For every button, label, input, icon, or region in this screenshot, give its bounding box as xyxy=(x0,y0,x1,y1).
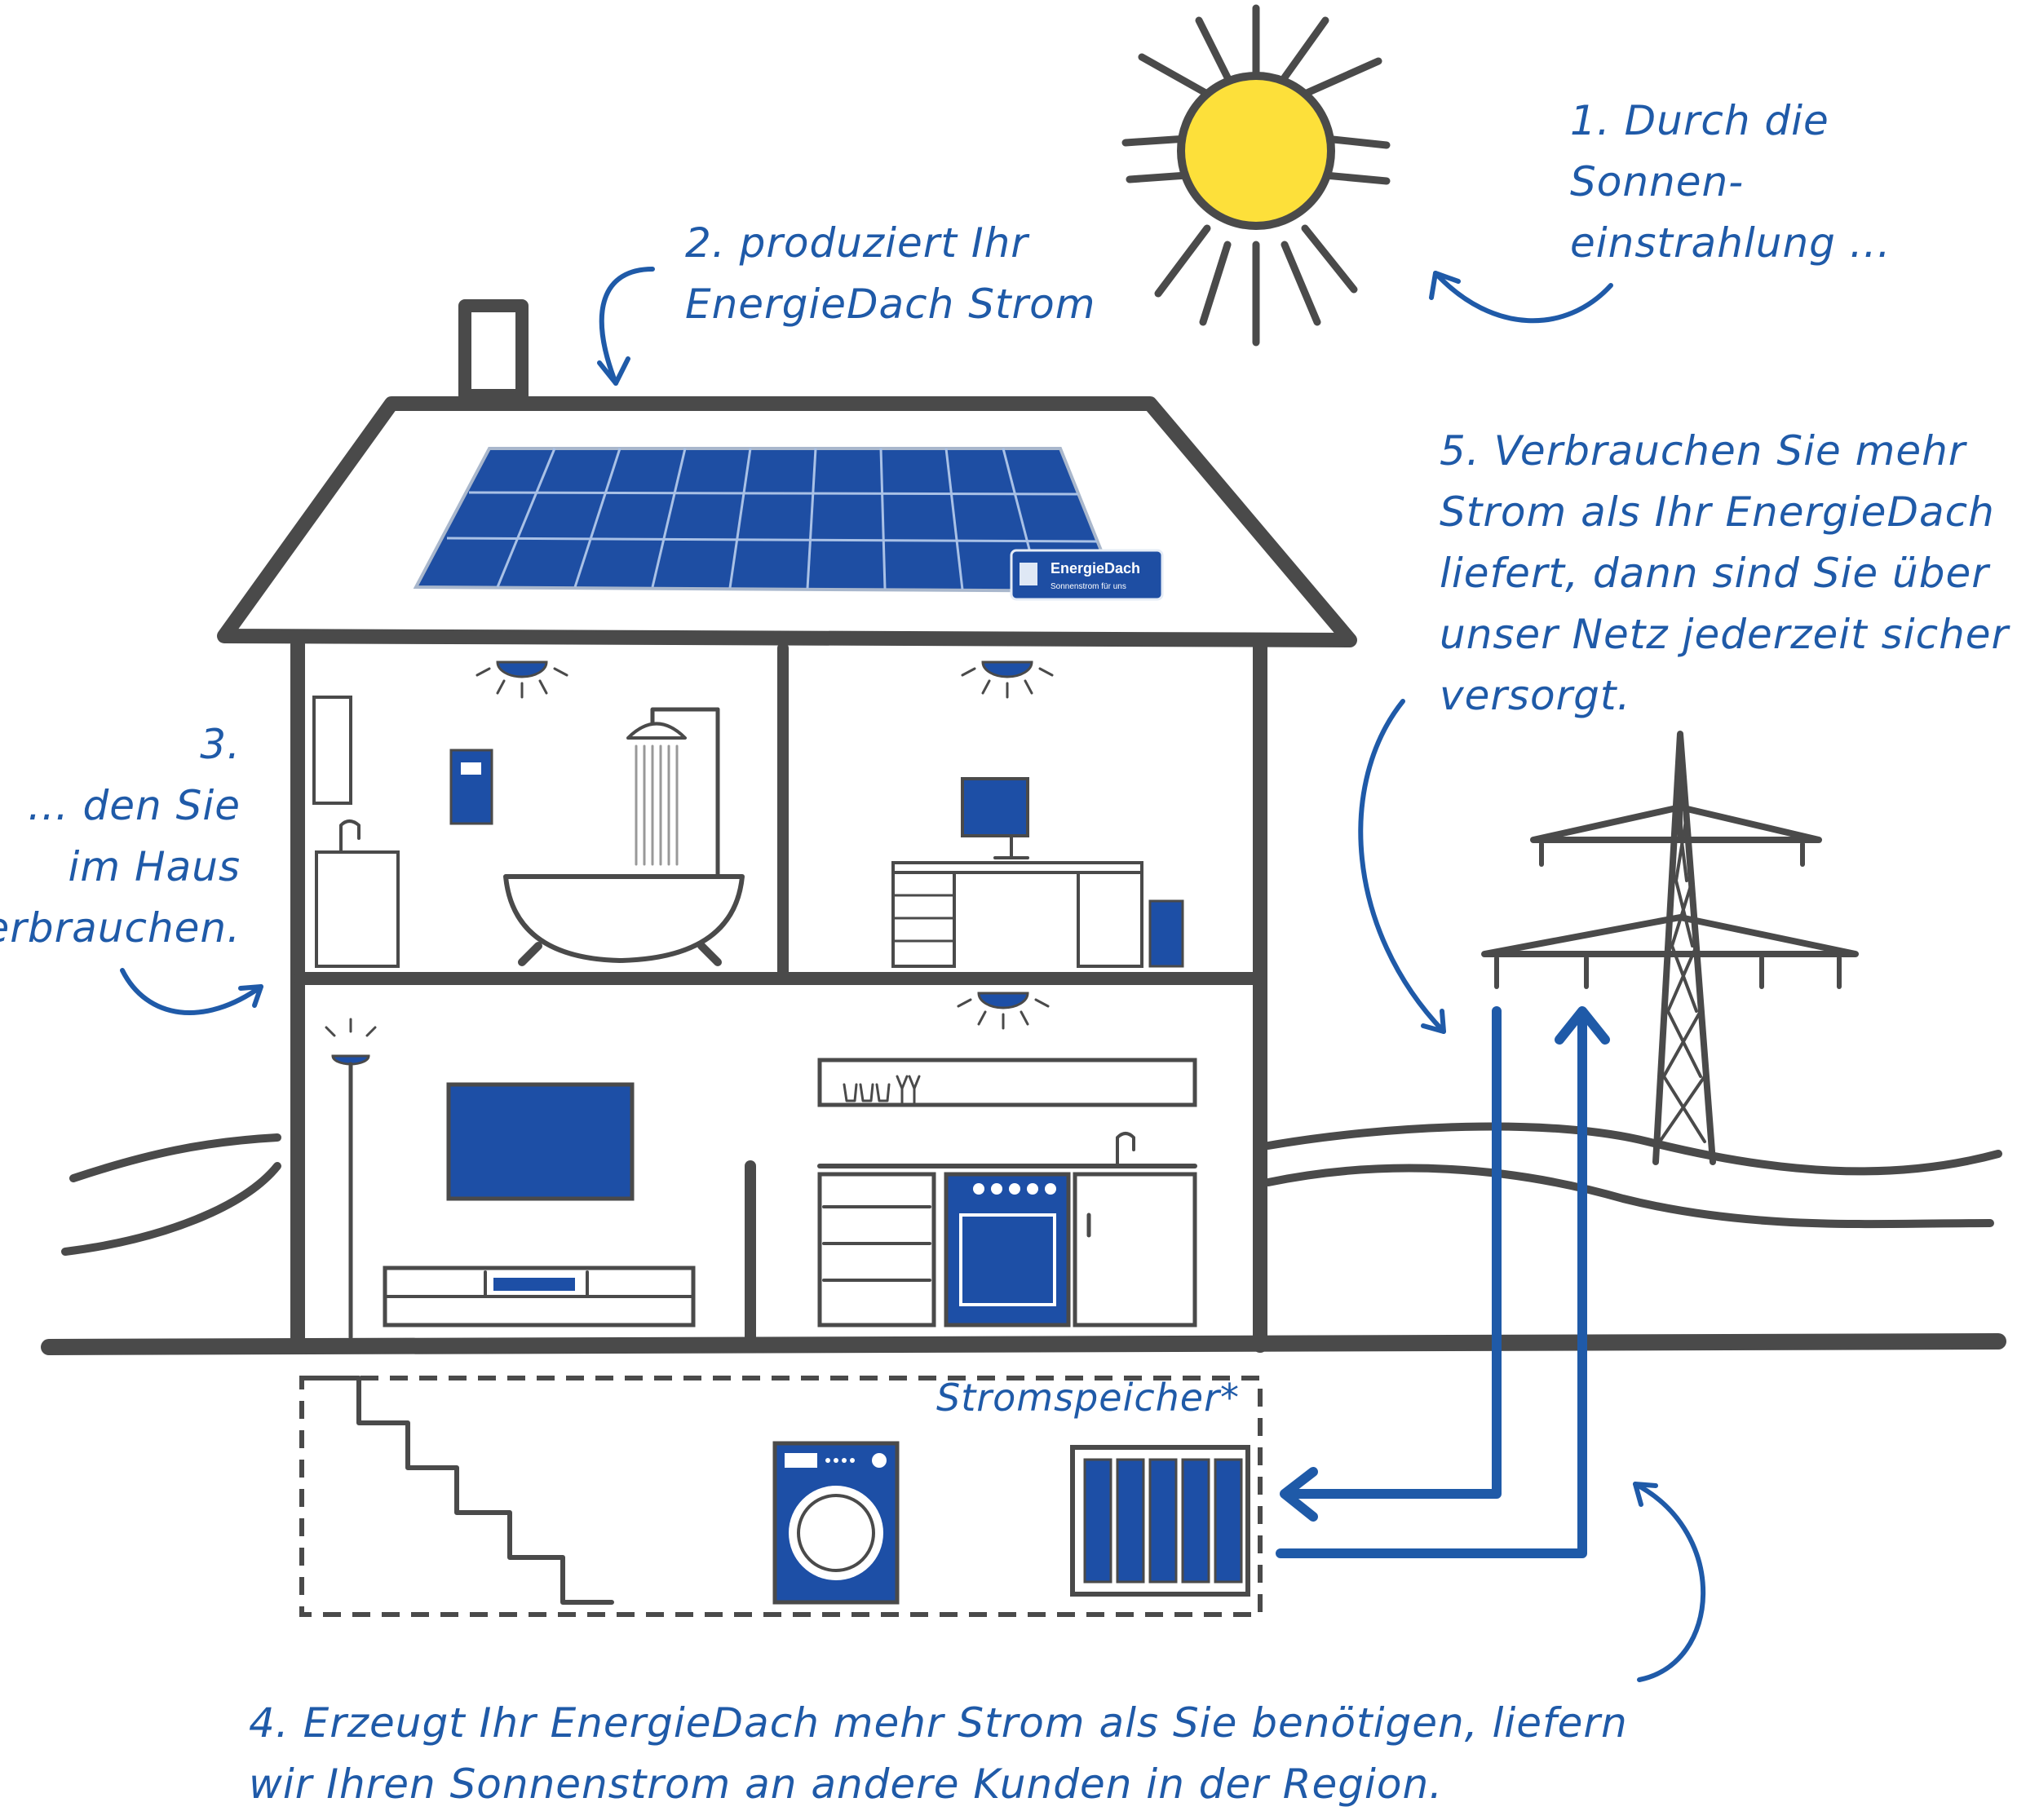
storage-label: Stromspeicher* xyxy=(936,1376,1240,1420)
step4-line1: 4. Erzeugt Ihr EnergieDach mehr Strom al… xyxy=(249,1699,1628,1747)
monitor xyxy=(961,777,1029,837)
house-walls xyxy=(290,637,1267,1353)
landscape xyxy=(41,1122,2006,1355)
logo-tagline: Sonnenstrom für uns xyxy=(1051,582,1126,591)
arrow-step1 xyxy=(1433,271,1613,324)
step1-line3: einstrahlung ... xyxy=(1570,219,1891,267)
shelf xyxy=(817,1058,1197,1107)
step3-line3: im Haus xyxy=(69,843,241,890)
chimney xyxy=(458,299,529,402)
grid-to-house-arrow xyxy=(1288,1006,1502,1499)
kitchen-drawers xyxy=(817,1172,936,1327)
house-to-grid-arrow xyxy=(1276,1014,1587,1558)
water-heater xyxy=(449,749,493,825)
arrow-step3 xyxy=(120,968,263,1015)
bathtub-icon xyxy=(503,874,745,966)
step2-line2: EnergieDach Strom xyxy=(685,281,1095,328)
step5-line4: unser Netz jederzeit sicher xyxy=(1440,611,2011,658)
floor-lamp-icon xyxy=(325,1018,377,1340)
stairs xyxy=(316,1376,614,1605)
pc-tower xyxy=(1148,899,1184,968)
step5-line1: 5. Verbrauchen Sie mehr xyxy=(1440,427,1968,475)
step1-text: 1. Durch die Sonnen- einstrahlung ... xyxy=(1570,97,1891,267)
ceiling-light-icon xyxy=(957,992,1050,1030)
ground-line xyxy=(41,1333,2006,1355)
arrow-step4 xyxy=(1633,1482,1706,1682)
step1-line2: Sonnen- xyxy=(1570,158,1744,205)
basement: Stromspeicher* xyxy=(299,1376,1263,1617)
battery-storage-icon xyxy=(1070,1445,1250,1597)
grid-flow-arrows xyxy=(1276,1006,1610,1558)
cabinet xyxy=(312,696,352,805)
power-pylon-icon xyxy=(1481,731,1859,1165)
step3-line2: ... den Sie xyxy=(28,782,241,829)
step2-line1: 2. produziert Ihr xyxy=(685,219,1030,267)
step5-line5: versorgt. xyxy=(1440,672,1630,719)
sink-cabinet xyxy=(315,850,400,968)
step2-text: 2. produziert Ihr EnergieDach Strom xyxy=(685,219,1095,328)
washing-machine-icon xyxy=(772,1441,900,1605)
receiver xyxy=(493,1278,575,1291)
step5-text: 5. Verbrauchen Sie mehr Strom als Ihr En… xyxy=(1440,427,2011,719)
tv xyxy=(446,1082,635,1201)
step3-line1: 3. xyxy=(200,721,241,768)
arrow-step5 xyxy=(1358,699,1446,1034)
step5-line3: liefert, dann sind Sie über xyxy=(1440,550,1991,597)
arrow-step2 xyxy=(599,267,655,386)
energiedach-logo: EnergieDach Sonnenstrom für uns xyxy=(1010,549,1164,601)
ceiling-light-icon xyxy=(475,660,568,699)
step3-text: 3. ... den Sie im Haus verbrauchen. xyxy=(0,721,241,952)
cabinet xyxy=(1077,871,1143,968)
step1-line1: 1. Durch die xyxy=(1570,97,1829,144)
step5-line2: Strom als Ihr EnergieDach xyxy=(1440,488,1995,536)
annotation-arrows xyxy=(120,267,1706,1682)
solar-panel: EnergieDach Sonnenstrom für uns xyxy=(413,447,1164,601)
shower-icon xyxy=(626,707,720,879)
sun-icon xyxy=(1121,4,1391,347)
living-room xyxy=(325,1018,696,1340)
step3-line4: verbrauchen. xyxy=(0,904,241,952)
bathroom xyxy=(312,696,745,968)
logo-name: EnergieDach xyxy=(1051,560,1140,576)
step4-text: 4. Erzeugt Ihr EnergieDach mehr Strom al… xyxy=(249,1699,1628,1808)
step4-line2: wir Ihren Sonnenstrom an andere Kunden i… xyxy=(249,1760,1443,1808)
fridge xyxy=(1073,1172,1197,1327)
kitchen xyxy=(817,1058,1197,1327)
ceiling-light-icon xyxy=(961,660,1054,699)
desk xyxy=(891,861,1143,874)
office xyxy=(891,777,1184,968)
